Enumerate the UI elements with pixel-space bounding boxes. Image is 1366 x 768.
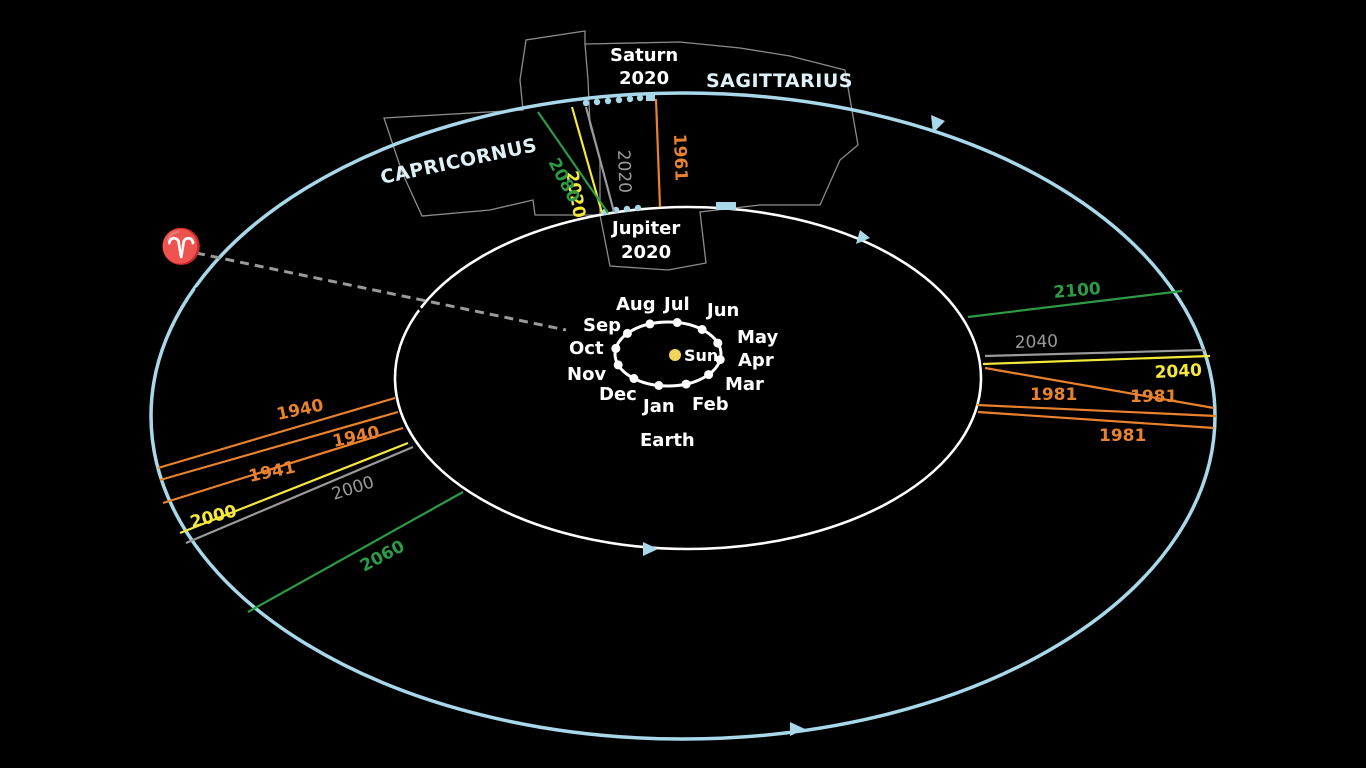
jupiter-year-label: 2020 <box>621 242 671 263</box>
saturn-label: Saturn <box>610 45 678 66</box>
earth-orbit <box>611 318 725 390</box>
month-label-sep: Sep <box>583 315 621 336</box>
month-label-oct: Oct <box>569 338 604 359</box>
saturn-orbit-tick <box>194 286 208 300</box>
earth-position-oct <box>611 343 621 353</box>
conjunction-line-2000 <box>179 441 409 535</box>
earth-position-sep <box>622 328 632 338</box>
earth-position-mar <box>704 370 714 380</box>
jupiter-direction-arrow <box>643 542 658 556</box>
saturn-direction-arrow <box>790 722 805 736</box>
conjunction-line-1940 <box>157 396 396 470</box>
conjunction-line-2040 <box>982 354 1211 366</box>
earth-position-nov <box>613 360 623 370</box>
earth-monthly-positions <box>611 318 725 390</box>
year-label-1981: 1981 <box>1099 426 1146 446</box>
aries-symbol: ♈ <box>160 227 202 267</box>
year-label-2060: 2060 <box>357 536 408 576</box>
earth-label: Earth <box>640 430 695 451</box>
conjunction-line-1981 <box>976 403 1217 418</box>
earth-position-may <box>713 338 723 348</box>
jupiter-label: Jupiter <box>610 218 680 239</box>
jupiter-orbit <box>393 205 983 556</box>
conjunction-line-2020 <box>584 106 616 213</box>
year-label-1940: 1940 <box>331 422 382 451</box>
conjunction-line-2100 <box>967 289 1183 319</box>
year-label-2040: 2040 <box>1154 361 1202 383</box>
month-label-mar: Mar <box>725 374 764 395</box>
conjunction-line-2000 <box>185 445 414 545</box>
earth-orbit-ring <box>613 320 723 388</box>
sagittarius-label: SAGITTARIUS <box>706 70 853 92</box>
conjunction-line-1941 <box>162 426 404 505</box>
earth-position-jul <box>672 318 682 327</box>
year-label-2000: 2000 <box>329 472 376 504</box>
sun-label: Sun <box>684 346 718 365</box>
saturn-direction-arrow <box>931 115 945 133</box>
earth-position-jan <box>654 381 664 390</box>
month-label-dec: Dec <box>599 384 637 405</box>
month-label-apr: Apr <box>738 350 774 371</box>
year-label-1981: 1981 <box>1130 387 1177 407</box>
month-label-feb: Feb <box>692 394 729 415</box>
month-label-aug: Aug <box>616 294 656 315</box>
year-label-1941: 1941 <box>247 457 297 486</box>
jupiter-orbit-ring <box>393 205 983 551</box>
year-label-2100: 2100 <box>1053 279 1102 303</box>
vernal-equinox-direction: ♈ <box>160 227 567 332</box>
saturn-2020-track <box>582 93 655 107</box>
month-label-nov: Nov <box>567 364 606 385</box>
year-label-1961: 1961 <box>669 133 691 181</box>
conjunction-line-1940 <box>159 410 399 482</box>
sun <box>669 349 681 361</box>
conjunction-line-1961 <box>654 98 662 208</box>
conjunction-line-1981 <box>977 410 1215 430</box>
year-label-1981: 1981 <box>1030 385 1077 405</box>
earth-position-apr <box>715 355 725 365</box>
earth-position-feb <box>681 379 691 389</box>
conjunction-lines <box>157 98 1217 613</box>
month-label-may: May <box>737 327 779 348</box>
year-label-2040: 2040 <box>1014 331 1058 352</box>
jupiter-orbit-tick <box>939 283 952 296</box>
conjunction-line-2040 <box>984 348 1206 358</box>
jupiter-orbit-tick <box>416 305 429 318</box>
conjunction-line-2080 <box>537 111 609 214</box>
jupiter-direction-arrow <box>856 230 870 244</box>
conjunction-line-2060 <box>247 491 464 613</box>
sagittarius-outline <box>584 41 859 271</box>
month-label-jan: Jan <box>641 396 675 417</box>
earth-position-jun <box>697 325 707 334</box>
saturn-year-label: 2020 <box>619 68 669 89</box>
conjunction-line-1981 <box>984 366 1215 410</box>
vernal-equinox-line <box>195 251 567 332</box>
saturn-orbit-tick <box>1103 201 1118 217</box>
month-labels: Jan Feb Mar Apr May Jun Jul Aug Sep Oct … <box>567 294 779 417</box>
month-label-jun: Jun <box>705 300 739 321</box>
earth-position-dec <box>629 374 639 383</box>
year-label-2020: 2020 <box>613 149 634 193</box>
earth-position-aug <box>645 319 655 329</box>
year-label-2000: 2000 <box>188 501 239 533</box>
month-label-jul: Jul <box>662 294 690 315</box>
